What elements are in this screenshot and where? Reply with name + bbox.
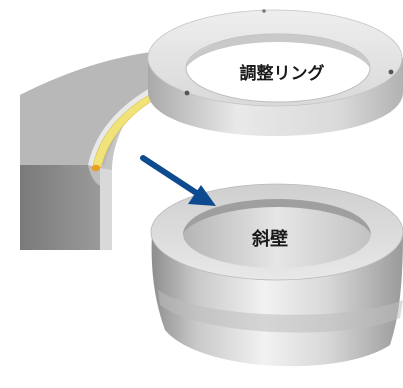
pipe-section bbox=[20, 50, 170, 250]
sealant-bead-tip bbox=[91, 164, 101, 172]
adjust-ring: 調整リング bbox=[147, 9, 403, 136]
bolt-hole bbox=[184, 90, 190, 96]
bolt-hole bbox=[262, 9, 266, 13]
bolt-hole bbox=[388, 69, 394, 75]
arrow-icon bbox=[140, 155, 216, 206]
slant-wall-ring: 斜壁 bbox=[150, 183, 403, 367]
slant-wall-label: 斜壁 bbox=[251, 228, 288, 250]
adjust-ring-label: 調整リング bbox=[240, 63, 325, 84]
